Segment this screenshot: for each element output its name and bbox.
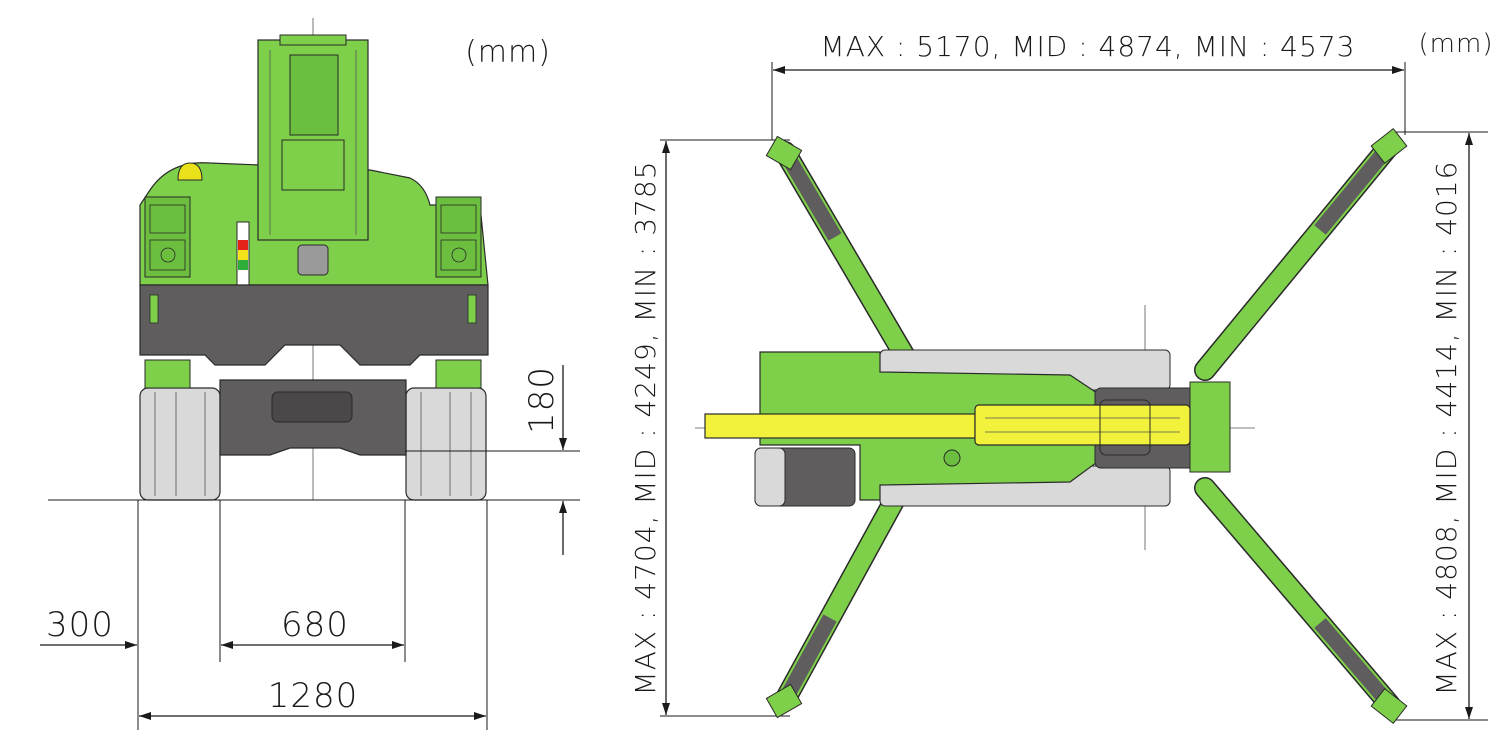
top-boom — [704, 399, 1191, 456]
signal-lamp — [236, 221, 250, 293]
dim-680-label: 680 — [281, 605, 349, 645]
left-track — [139, 387, 221, 501]
beacon-light — [177, 162, 203, 181]
front-view: (mm) 300 680 1280 180 — [40, 18, 580, 730]
outrigger-rear-right — [1194, 477, 1408, 724]
dim-300-label: 300 — [46, 605, 114, 645]
span-dim-label: MAX : 5170, MID : 4874, MIN : 4573 — [821, 30, 1356, 63]
left-outrigger-box — [144, 196, 191, 278]
slew-pin — [943, 449, 961, 467]
top-view: MAX : 5170, MID : 4874, MIN : 4573 (mm) … — [629, 29, 1494, 724]
outrigger-front-left — [765, 135, 921, 376]
right-outrigger-box — [435, 196, 482, 278]
rear-counterweight — [1189, 381, 1231, 473]
outrigger-rear-left — [765, 479, 911, 719]
front-unit-label: (mm) — [465, 35, 551, 70]
boom-mast — [257, 34, 369, 241]
right-track — [405, 387, 487, 501]
outrigger-front-right — [1194, 128, 1408, 381]
dim-180-label: 180 — [522, 366, 562, 434]
control-panel — [297, 244, 329, 276]
chassis-block — [139, 284, 489, 366]
left-depth-label: MAX : 4704, MID : 4249, MIN : 3785 — [629, 161, 662, 696]
dim-1280-label: 1280 — [268, 676, 359, 716]
top-unit-label: (mm) — [1419, 29, 1494, 59]
right-depth-label: MAX : 4808, MID : 4414, MIN : 4016 — [1430, 161, 1463, 696]
